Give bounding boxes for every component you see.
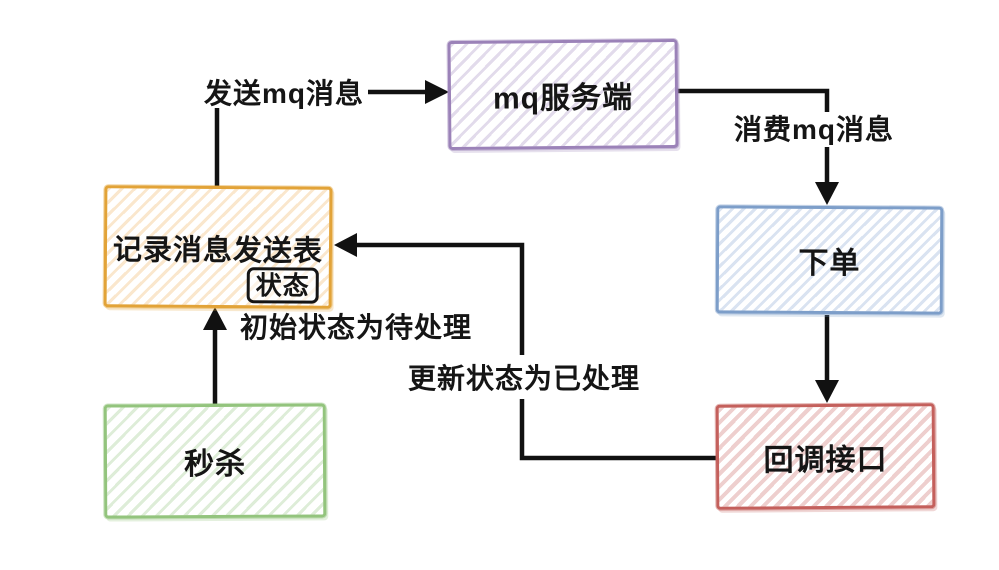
arrowhead-into-order [815,182,839,205]
arrowhead-into-mq-server [425,80,449,104]
edge-mqserver-elbow-line [677,88,830,112]
node-seckill: 秒杀 [103,403,327,519]
edge-label-initial-status: 初始状态为待处理 [240,312,473,343]
node-order: 下单 [715,205,944,315]
edge-label-consume-mq: 消费mq消息 [734,114,895,145]
edge-callback-to-table-line [352,242,716,461]
node-record-table-label: 记录消息发送表 [112,234,324,268]
node-mq-server: mq服务端 [447,38,679,151]
node-callback: 回调接口 [715,403,936,510]
edge-label-update-status: 更新状态为已处理 [402,355,647,399]
arrowhead-into-table-right [334,233,357,257]
node-seckill-label: 秒杀 [183,447,247,482]
node-order-label: 下单 [798,246,861,281]
node-mq-server-label: mq服务端 [492,80,634,116]
arrowhead-into-callback [815,380,839,403]
status-badge: 状态 [246,267,319,304]
arrowhead-into-table-bottom [203,307,227,330]
node-callback-label: 回调接口 [763,443,888,477]
node-record-table: 记录消息发送表 状态 [103,185,333,309]
edge-label-send-mq: 发送mq消息 [204,78,365,109]
